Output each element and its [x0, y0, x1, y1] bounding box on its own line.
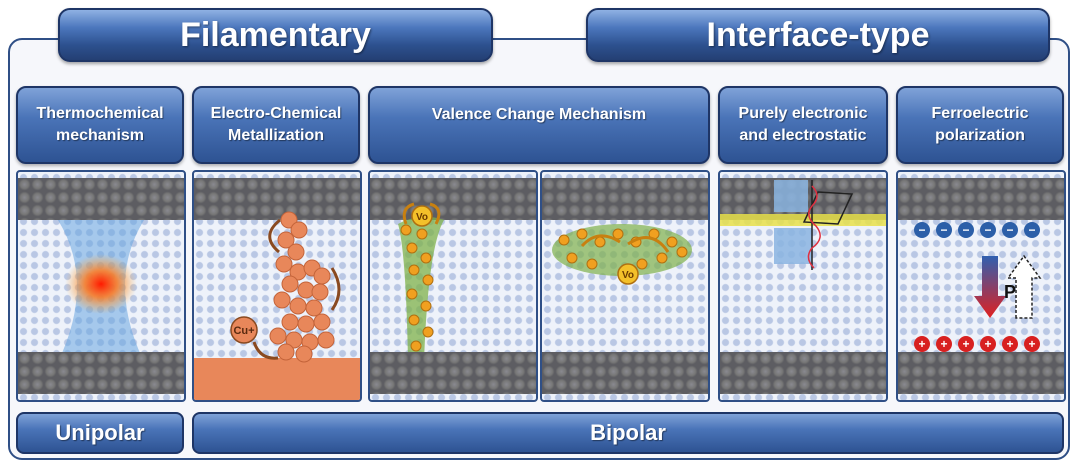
header-electronic: Purely electronic and electrostatic: [718, 86, 888, 164]
negative-charge-symbol: −: [962, 223, 969, 237]
positive-charge-symbol: +: [918, 337, 925, 351]
interface-type-title: Interface-type: [706, 15, 930, 54]
vacancy-label: Vo: [622, 270, 634, 281]
negative-charge-symbol: −: [940, 223, 947, 237]
header-thermochemical: Thermochemical mechanism: [16, 86, 184, 164]
header-ferroelectric: Ferroelectric polarization: [896, 86, 1064, 164]
negative-charge-symbol: −: [984, 223, 991, 237]
negative-charge-symbol: −: [1006, 223, 1013, 237]
unipolar-footer: Unipolar: [16, 412, 184, 454]
top-electrode: [542, 178, 708, 220]
vacancy-highlight: [617, 263, 639, 285]
hot-spot: [65, 254, 137, 314]
positive-charge-symbol: +: [1006, 337, 1013, 351]
top-electrode: [370, 178, 536, 220]
panel-thermochemical: [16, 170, 186, 402]
top-electrode: [194, 178, 360, 220]
vacancy-filament: [398, 216, 444, 362]
interface-layer: [720, 214, 886, 226]
bottom-electrode: [370, 352, 536, 394]
bipolar-footer: Bipolar: [192, 412, 1064, 454]
top-electrode: [18, 178, 184, 220]
positive-charge-symbol: +: [940, 337, 947, 351]
polarization-arrow: [974, 256, 1006, 318]
panel-vcm-interface: Vo: [540, 170, 710, 402]
positive-charge-symbol: +: [962, 337, 969, 351]
barrier-block: [774, 180, 808, 212]
panel-electronic: [718, 170, 888, 402]
barrier-block: [774, 228, 812, 264]
polarization-arrow-dashed: [1006, 254, 1042, 319]
negative-charge-symbol: −: [918, 223, 925, 237]
ferroelectric-illustration: − − − − − − P + + + +: [914, 222, 1042, 352]
header-vcm-label: Valence Change Mechanism: [431, 106, 647, 123]
negative-charges: − − − − − −: [914, 222, 1040, 238]
copper-filament: [269, 211, 335, 363]
vacancy-highlight: [411, 205, 433, 227]
polarization-label: P: [1004, 282, 1016, 302]
copper-ion-label: Cu+: [233, 325, 254, 337]
panel-ecm: Cu+: [192, 170, 362, 402]
interface-type-banner: Interface-type: [586, 8, 1050, 62]
header-ferroelectric-label: Ferroelectric polarization: [931, 105, 1029, 144]
copper-ion: [230, 316, 258, 344]
vacancy-label: Vo: [416, 212, 428, 223]
vacancy-arrow: [627, 236, 670, 253]
header-ecm: Electro-Chemical Metallization: [192, 86, 360, 164]
bottom-electrode: [720, 352, 886, 394]
ecm-illustration: Cu+: [194, 211, 360, 400]
charge-profile: [807, 185, 821, 269]
panel-vcm-filament: Vo: [368, 170, 538, 402]
header-electronic-label: Purely electronic and electrostatic: [738, 105, 868, 144]
vacancy-arrow: [580, 234, 621, 248]
vacancy-arrow: [402, 202, 415, 225]
header-thermochemical-label: Thermochemical mechanism: [36, 105, 164, 144]
vcm-filament-illustration: Vo: [398, 202, 444, 362]
positive-charges: + + + + + +: [914, 336, 1040, 352]
vacancy-arrow: [429, 202, 441, 225]
thermochemical-filament: [58, 220, 144, 362]
panel-ferroelectric: − − − − − − P + + + +: [896, 170, 1066, 402]
positive-charge-symbol: +: [1028, 337, 1035, 351]
negative-charge-symbol: −: [1028, 223, 1035, 237]
bottom-electrode: [542, 352, 708, 394]
bipolar-label: Bipolar: [590, 420, 666, 445]
unipolar-label: Unipolar: [55, 420, 145, 445]
oxygen-vacancies: [400, 224, 434, 352]
band-diagram: [720, 180, 886, 270]
header-vcm: Valence Change Mechanism: [368, 86, 710, 164]
ion-migration-arrows: [252, 218, 341, 360]
bottom-electrode: [18, 352, 184, 394]
copper-electrode: [194, 358, 360, 400]
bottom-electrode: [898, 352, 1064, 394]
filamentary-banner: Filamentary: [58, 8, 493, 62]
header-ecm-label: Electro-Chemical Metallization: [210, 105, 342, 144]
vcm-interface-illustration: Vo: [552, 224, 692, 285]
top-electrode: [898, 178, 1064, 220]
positive-charge-symbol: +: [984, 337, 991, 351]
filamentary-title: Filamentary: [180, 15, 371, 54]
